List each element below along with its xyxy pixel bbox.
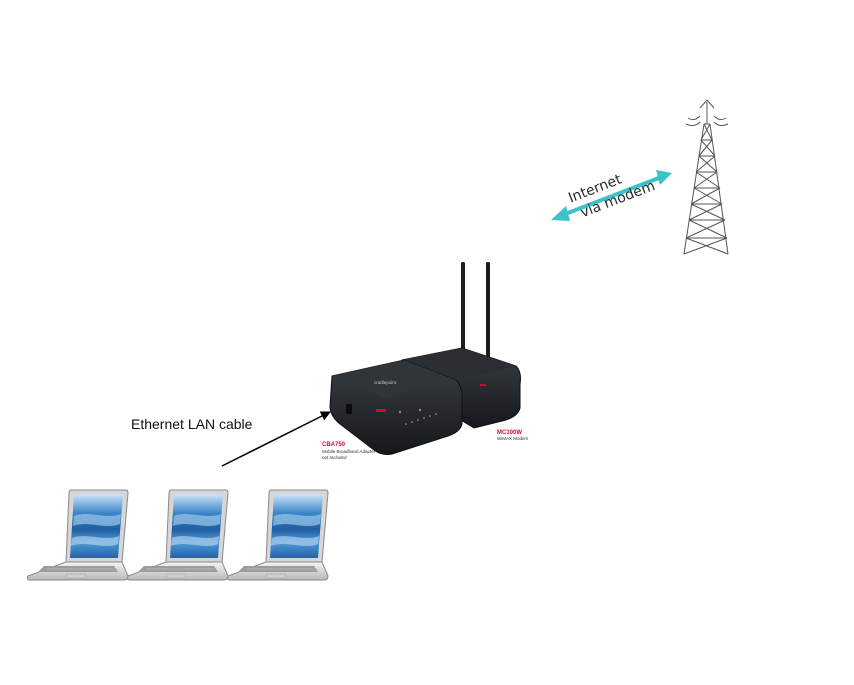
laptops-group [27,490,328,580]
modem-description: WiMAX Modem [497,436,529,441]
router-description: Mobile Broadband Adapter [322,449,376,454]
internet-arrowhead-left [551,206,570,221]
laptop-1 [27,490,128,580]
router-note: not Included [322,455,347,460]
modem-antenna-left [461,262,465,354]
internet-arrowhead-right [656,170,672,185]
internet-link: Internet via modem [551,161,672,223]
laptop-3 [227,490,328,580]
laptop-2 [127,490,228,580]
lan-cable-label: Ethernet LAN cable [131,416,253,432]
router-model-label: CBA750 [322,442,346,448]
cell-tower-icon [684,100,728,254]
router-brand-label: cradlepoint [374,380,397,385]
router-device: cradlepoint CBA750 Mobile Broadband Adap… [322,360,462,460]
modem-antenna-right [486,262,490,364]
